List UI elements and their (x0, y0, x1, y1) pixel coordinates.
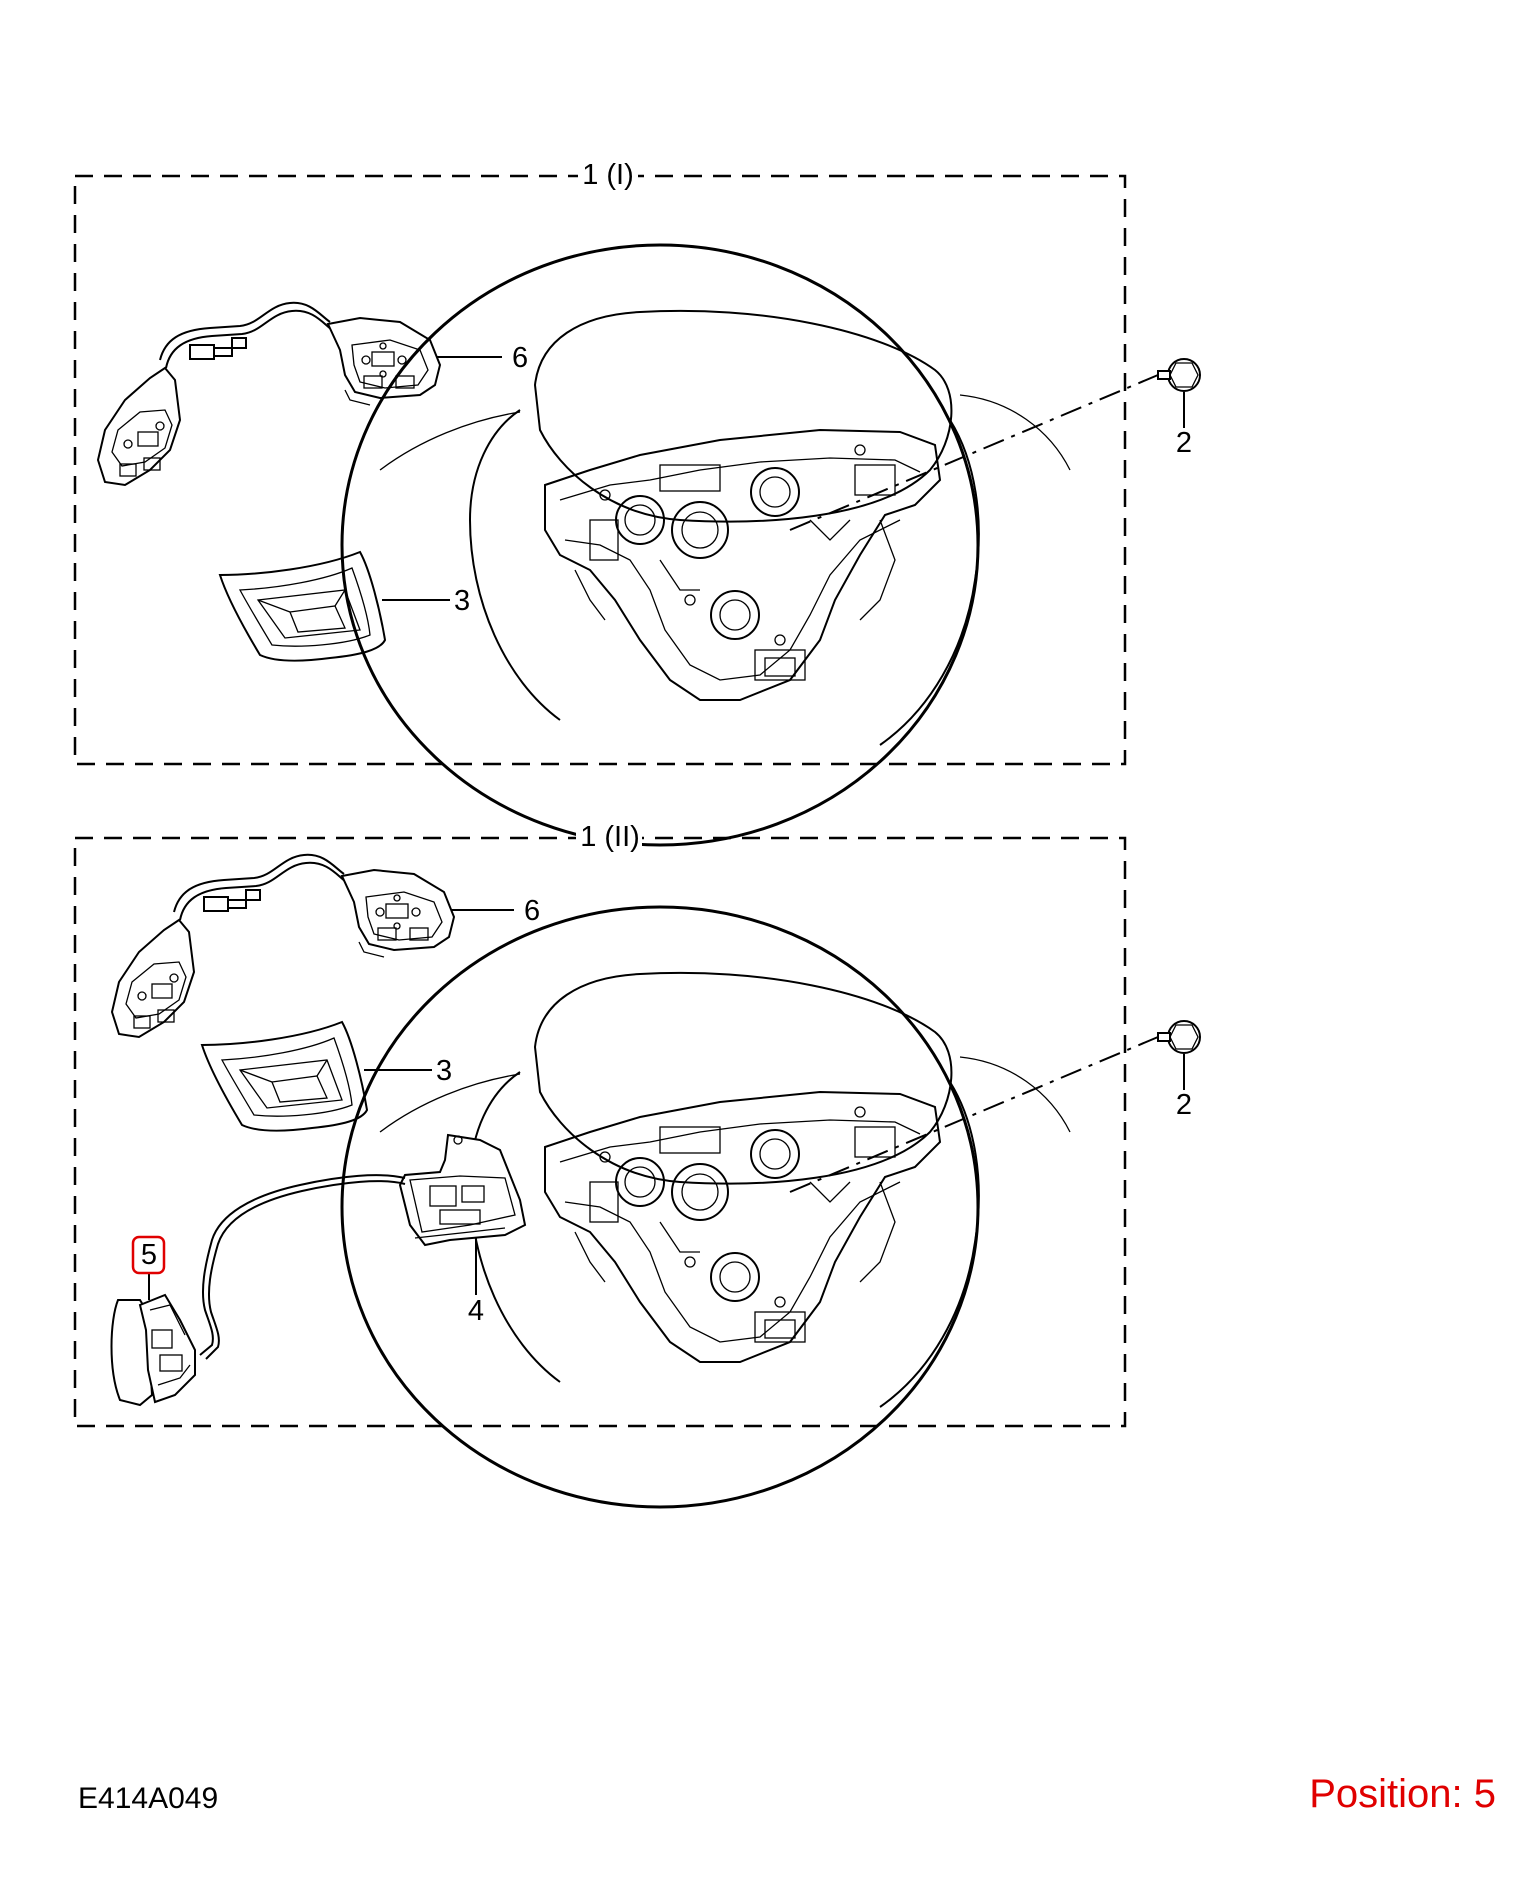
group-1-label-bg (578, 158, 638, 192)
g2-callout-5: 5 (141, 1239, 157, 1271)
group-2-label: 1 (II) (580, 821, 640, 853)
group-2-assembly: 1 (II) (73, 820, 1201, 1509)
g1-callout-6: 6 (512, 342, 528, 374)
g2-bolt (1157, 1020, 1201, 1054)
g2-paddle-shifter-right (398, 1133, 527, 1247)
g1-callout-3: 3 (454, 585, 470, 617)
g1-switch-pack (97, 301, 441, 486)
g2-paddle-cable (199, 1174, 406, 1356)
group-1-label: 1 (I) (582, 159, 634, 191)
g2-trim-cover (201, 1021, 368, 1132)
diagram-id: E414A049 (78, 1782, 219, 1815)
position-label: Position: 5 (1309, 1772, 1496, 1816)
g1-callout-2: 2 (1176, 427, 1192, 459)
group-1-assembly: 1 (I) 6 3 2 (73, 158, 1201, 847)
g1-steering-wheel (340, 243, 1072, 847)
g2-paddle-shifter-left (110, 1293, 196, 1407)
g1-bolt-axis (789, 374, 1159, 531)
g2-item5-highlight (131, 1235, 166, 1275)
g2-callout-4: 4 (468, 1295, 484, 1327)
g1-bolt (1157, 358, 1201, 392)
group-2-label-bg (576, 820, 642, 854)
g2-callout-6: 6 (524, 895, 540, 927)
g2-switch-pack (111, 853, 455, 1038)
g2-bolt-axis (789, 1036, 1159, 1193)
g2-callout-2: 2 (1176, 1089, 1192, 1121)
g2-callout-3: 3 (436, 1055, 452, 1087)
